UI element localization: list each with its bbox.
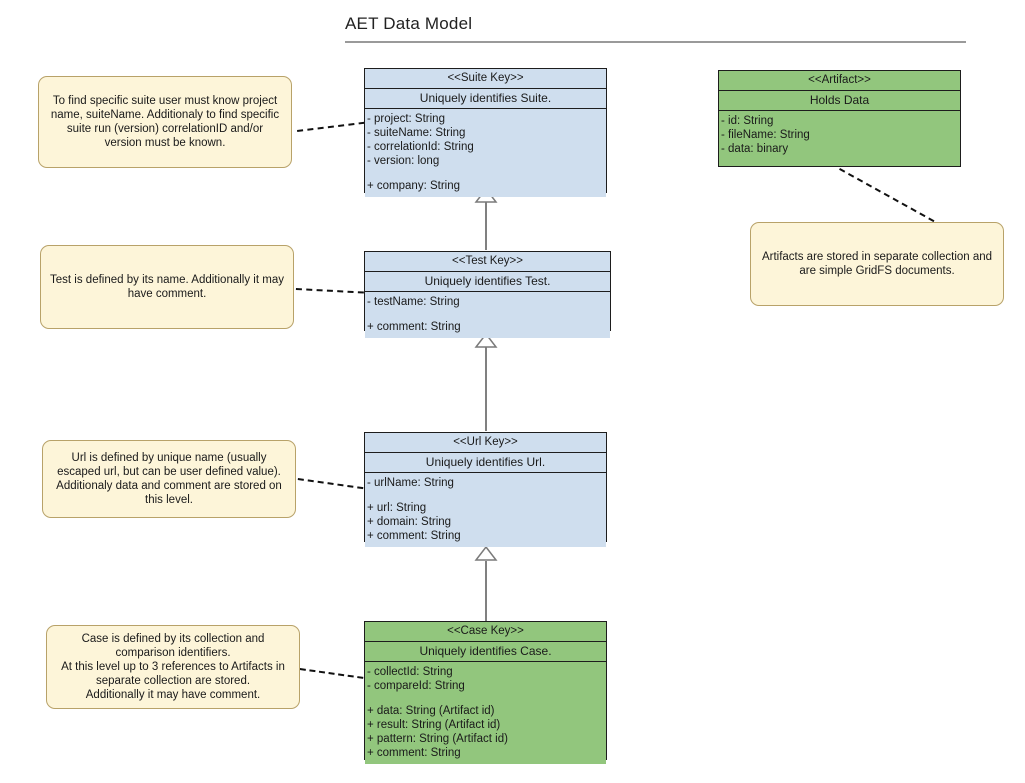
attribute: + comment: String [367, 321, 461, 333]
class-suite-key[interactable]: <<Suite Key>> Uniquely identifies Suite.… [364, 68, 607, 197]
generalization-arrow-url-to-test [474, 333, 498, 348]
class-test-key[interactable]: <<Test Key>> Uniquely identifies Test. -… [364, 251, 611, 338]
attribute: - urlName: String [367, 477, 454, 489]
note-test-key[interactable]: Test is defined by its name. Additionall… [40, 245, 294, 329]
class-case-key-caption: Uniquely identifies Case. [365, 642, 606, 662]
class-artifact-stereotype: <<Artifact>> [719, 71, 960, 91]
attribute: + domain: String [367, 516, 452, 528]
class-case-key-attributes: - collectId: String - compareId: String … [365, 662, 606, 764]
attribute: - id: String [721, 115, 774, 127]
attribute-spacer [367, 490, 606, 501]
title-divider [345, 41, 966, 43]
generalization-line-case-to-url [485, 561, 487, 621]
attribute: - suiteName: String [367, 127, 466, 139]
class-case-key[interactable]: <<Case Key>> Uniquely identifies Case. -… [364, 621, 607, 764]
class-url-key-attributes: - urlName: String + url: String + domain… [365, 473, 606, 547]
attribute: - fileName: String [721, 129, 810, 141]
attribute: - collectId: String [367, 666, 453, 678]
attribute-spacer [367, 693, 606, 704]
note-link-artifact [839, 168, 935, 223]
attribute: - project: String [367, 113, 445, 125]
attribute: - compareId: String [367, 680, 465, 692]
note-url-key[interactable]: Url is defined by unique name (usually e… [42, 440, 296, 518]
generalization-arrow-case-to-url [474, 546, 498, 561]
note-case-key[interactable]: Case is defined by its collection and co… [46, 625, 300, 709]
class-suite-key-caption: Uniquely identifies Suite. [365, 89, 606, 109]
attribute: - testName: String [367, 296, 460, 308]
note-link-url [297, 478, 364, 490]
class-artifact-attributes: - id: String - fileName: String - data: … [719, 111, 960, 160]
class-url-key[interactable]: <<Url Key>> Uniquely identifies Url. - u… [364, 432, 607, 547]
class-test-key-caption: Uniquely identifies Test. [365, 272, 610, 292]
attribute: + company: String [367, 180, 461, 192]
class-artifact[interactable]: <<Artifact>> Holds Data - id: String - f… [718, 70, 961, 167]
class-case-key-stereotype: <<Case Key>> [365, 622, 606, 642]
page-title: AET Data Model [345, 14, 473, 33]
class-suite-key-attributes: - project: String - suiteName: String - … [365, 109, 606, 197]
generalization-line-test-to-suite [485, 202, 487, 250]
attribute: - version: long [367, 155, 440, 167]
note-suite-key[interactable]: To find specific suite user must know pr… [38, 76, 292, 168]
class-url-key-stereotype: <<Url Key>> [365, 433, 606, 453]
attribute: + data: String (Artifact id) [367, 705, 495, 717]
note-link-suite [297, 121, 365, 132]
note-suite-key-text: To find specific suite user must know pr… [50, 95, 280, 149]
class-url-key-caption: Uniquely identifies Url. [365, 453, 606, 473]
class-artifact-caption: Holds Data [719, 91, 960, 111]
attribute: - data: binary [721, 143, 789, 155]
class-test-key-attributes: - testName: String + comment: String [365, 292, 610, 338]
attribute: + comment: String [367, 747, 461, 759]
attribute-spacer [367, 168, 606, 179]
attribute: + url: String [367, 502, 427, 514]
generalization-line-url-to-test [485, 347, 487, 431]
note-url-key-text: Url is defined by unique name (usually e… [56, 452, 282, 506]
attribute: - correlationId: String [367, 141, 474, 153]
note-link-case [299, 668, 364, 679]
attribute: + pattern: String (Artifact id) [367, 733, 508, 745]
class-test-key-stereotype: <<Test Key>> [365, 252, 610, 272]
attribute: + result: String (Artifact id) [367, 719, 501, 731]
note-case-key-text: Case is defined by its collection and co… [61, 633, 285, 701]
note-artifact-text: Artifacts are stored in separate collect… [761, 251, 993, 277]
attribute-spacer [367, 309, 610, 320]
note-artifact[interactable]: Artifacts are stored in separate collect… [750, 222, 1004, 306]
attribute: + comment: String [367, 530, 461, 542]
note-test-key-text: Test is defined by its name. Additionall… [50, 274, 284, 300]
class-suite-key-stereotype: <<Suite Key>> [365, 69, 606, 89]
note-link-test [295, 288, 364, 294]
